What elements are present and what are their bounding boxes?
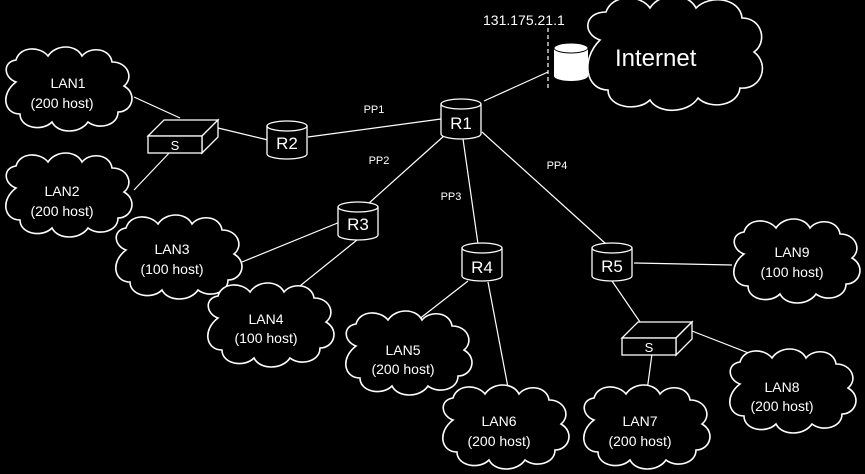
- lan3-cloud: [115, 214, 243, 300]
- router-r2-label: R2: [276, 134, 298, 153]
- lan8-node: LAN8 (200 host): [729, 348, 857, 434]
- lan3-node: LAN3 (100 host): [115, 214, 243, 300]
- switch-front-face: [147, 135, 203, 154]
- lan7-name: LAN7: [622, 413, 657, 429]
- router-r5-label: R5: [601, 257, 623, 276]
- gateway-cylinder-icon: [553, 42, 589, 81]
- lan1-hosts: (200 host): [30, 95, 93, 111]
- lan6-name: LAN6: [481, 413, 516, 429]
- internet-node: Internet 131.175.21.1: [483, 0, 764, 112]
- lan3-hosts: (100 host): [140, 261, 203, 277]
- lan7-node: LAN7 (200 host): [583, 384, 711, 470]
- router-r1: R1: [440, 98, 482, 140]
- lan1-name: LAN1: [50, 75, 85, 91]
- router-r3-label: R3: [347, 215, 369, 234]
- lan2-hosts: (200 host): [30, 203, 93, 219]
- link-r4-lan5: [417, 280, 469, 321]
- switch-s1: S: [146, 118, 220, 155]
- router-cylinder-icon: [440, 104, 482, 140]
- link-label-pp3: PP3: [441, 191, 462, 203]
- lan3-name: LAN3: [154, 241, 189, 257]
- router-r4-label: R4: [471, 258, 493, 277]
- link-r5-lan9: [633, 262, 733, 266]
- router-cylinder-icon: [266, 126, 308, 160]
- link-r4-lan6: [487, 281, 511, 399]
- lan5-node: LAN5 (200 host): [345, 310, 473, 396]
- internet-ip-address: 131.175.21.1: [483, 12, 565, 28]
- link-r5-switch: [611, 280, 641, 323]
- link-r2-r1: [307, 118, 442, 138]
- router-r5: R5: [591, 242, 633, 282]
- router-r1-label: R1: [450, 114, 472, 133]
- internet-label: Internet: [615, 45, 697, 72]
- lan7-hosts: (200 host): [608, 433, 671, 449]
- link-r1-r3: [367, 134, 446, 205]
- lan4-hosts: (100 host): [234, 330, 297, 346]
- link-r3-lan3: [241, 221, 341, 263]
- lan9-name: LAN9: [774, 244, 809, 260]
- router-cylinder-icon: [461, 248, 503, 282]
- lan9-hosts: (100 host): [760, 264, 823, 280]
- lan5-hosts: (200 host): [371, 361, 434, 377]
- router-r3: R3: [337, 201, 379, 241]
- link-switch-r2: [217, 127, 269, 141]
- lan9-node: LAN9 (100 host): [733, 218, 861, 304]
- lan2-node: LAN2 (200 host): [5, 152, 133, 238]
- switch-s1-label: S: [171, 138, 180, 153]
- link-r1-internet: [483, 71, 549, 102]
- switch-front-face: [621, 337, 677, 356]
- link-r1-r5: [481, 131, 607, 245]
- router-cylinder-icon: [591, 248, 633, 282]
- lan6-hosts: (200 host): [467, 433, 530, 449]
- lan5-name: LAN5: [385, 342, 420, 358]
- lan6-node: LAN6 (200 host): [442, 384, 570, 470]
- lan8-hosts: (200 host): [750, 398, 813, 414]
- router-r4: R4: [461, 242, 503, 282]
- link-label-pp2: PP2: [369, 155, 390, 167]
- router-r2: R2: [266, 120, 308, 160]
- link-lan2-switch: [133, 149, 173, 191]
- lan4-node: LAN4 (100 host): [207, 282, 335, 368]
- lan9-cloud: [733, 218, 861, 304]
- lan8-name: LAN8: [764, 379, 799, 395]
- link-lan1-switch: [133, 96, 181, 119]
- switch-s2: S: [620, 320, 694, 357]
- link-r1-r4: [462, 138, 479, 245]
- switch-s2-label: S: [645, 340, 654, 355]
- lan2-name: LAN2: [44, 183, 79, 199]
- links-layer: [133, 71, 783, 399]
- link-label-pp4: PP4: [547, 160, 568, 172]
- router-cylinder-icon: [337, 207, 379, 241]
- lan4-name: LAN4: [248, 311, 283, 327]
- link-label-pp1: PP1: [364, 104, 385, 116]
- lan1-node: LAN1 (200 host): [5, 46, 133, 132]
